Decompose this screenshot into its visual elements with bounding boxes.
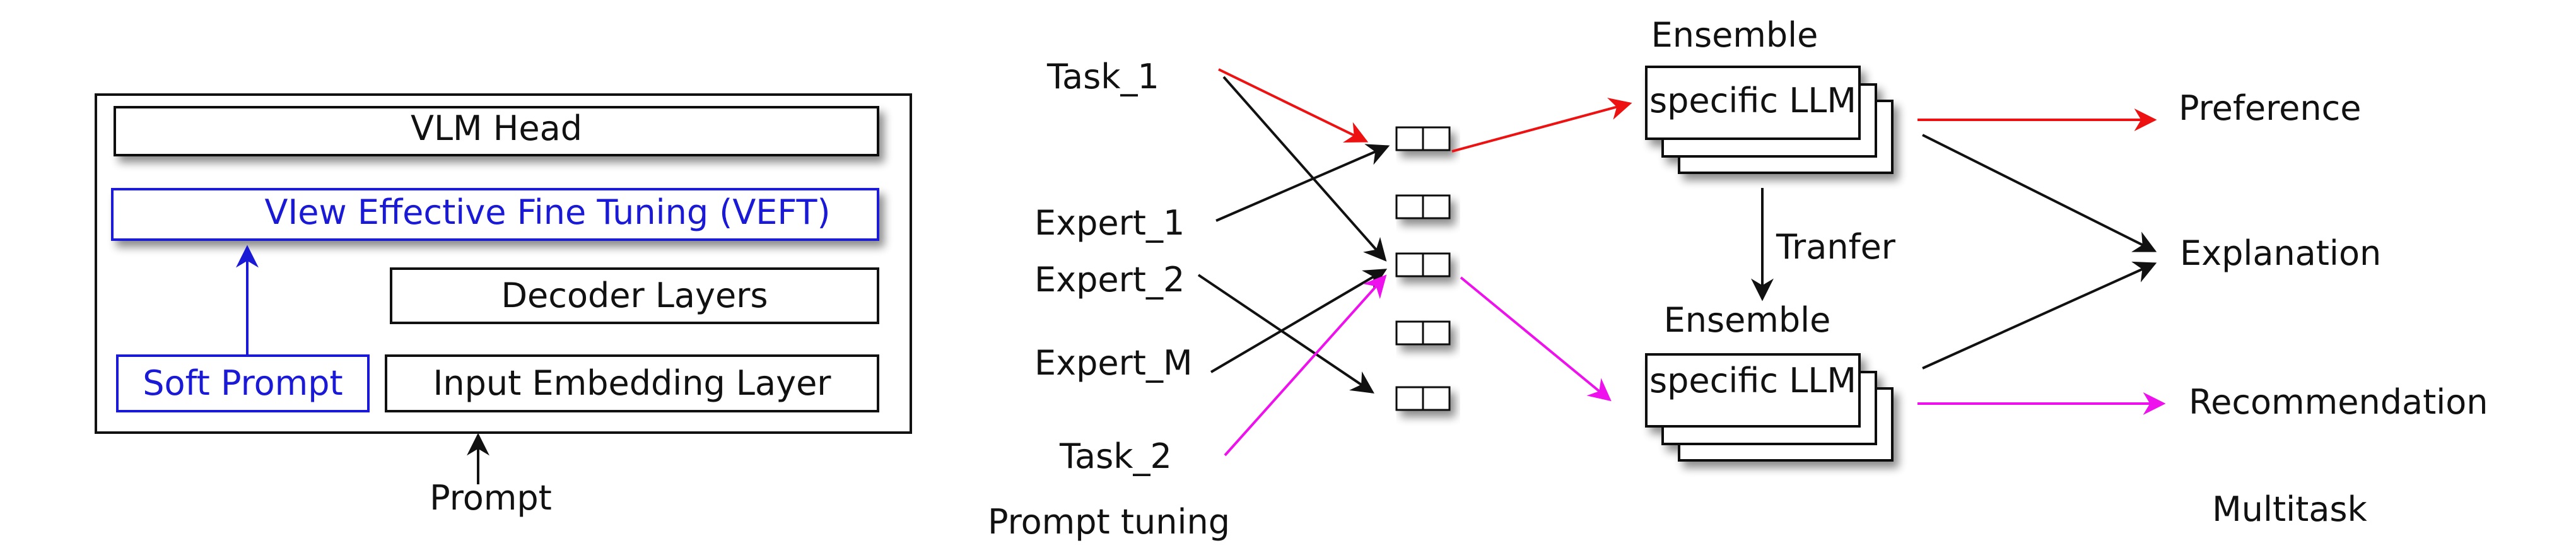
input-embedding-label: Input Embedding Layer bbox=[433, 363, 832, 403]
ensemble-top-stack bbox=[1645, 66, 1894, 174]
ensemble-top-to-explanation-arrow bbox=[1922, 134, 2157, 252]
expert-1-to-token-1-arrow bbox=[1215, 144, 1390, 222]
prompt-token-1 bbox=[1395, 126, 1451, 151]
ensemble-bottom-title: Ensemble bbox=[1664, 300, 1831, 340]
token-1-to-ensemble-top-arrow bbox=[1451, 98, 1632, 153]
expert-m-to-token-3-arrow bbox=[1210, 269, 1388, 373]
decoder-layers-label: Decoder Layers bbox=[501, 276, 768, 315]
expert-m-label: Expert_M bbox=[1034, 343, 1193, 383]
ensemble-bottom-stack bbox=[1645, 353, 1894, 462]
task-1-to-token-1-arrow bbox=[1218, 68, 1369, 143]
ensemble-bottom-label: specific LLM bbox=[1649, 361, 1856, 400]
multitask-label: Multitask bbox=[2212, 489, 2367, 529]
recommendation-label: Recommendation bbox=[2189, 382, 2488, 422]
explanation-label: Explanation bbox=[2180, 233, 2381, 273]
veft-label: VIew Effective Fine Tuning (VEFT) bbox=[264, 192, 830, 232]
vlm-head-label: VLM Head bbox=[411, 108, 582, 148]
prompt-tuning-label: Prompt tuning bbox=[988, 502, 1230, 542]
prompt-label: Prompt bbox=[430, 478, 552, 518]
prompt-token-4 bbox=[1395, 320, 1451, 346]
task-1-to-token-3-arrow bbox=[1222, 76, 1387, 262]
vlm-head-box bbox=[114, 106, 879, 156]
expert-2-to-token-5-arrow bbox=[1197, 274, 1374, 394]
decoder-layers-box bbox=[390, 267, 879, 324]
expert-1-label: Expert_1 bbox=[1034, 203, 1185, 243]
ensemble-top-title: Ensemble bbox=[1651, 15, 1818, 55]
prompt-token-5 bbox=[1395, 386, 1451, 411]
prompt-tuning-panel: Task_1 Expert_1 Expert_2 Expert_M Task_2… bbox=[988, 15, 2488, 542]
expert-2-label: Expert_2 bbox=[1034, 260, 1185, 300]
preference-label: Preference bbox=[2179, 88, 2361, 128]
task-2-to-token-3-arrow bbox=[1224, 274, 1387, 457]
transfer-label: Tranfer bbox=[1776, 227, 1896, 267]
task-2-label: Task_2 bbox=[1059, 436, 1172, 476]
prompt-token-3 bbox=[1395, 252, 1451, 277]
ensemble-top-label: specific LLM bbox=[1649, 81, 1856, 120]
task-1-label: Task_1 bbox=[1046, 57, 1159, 96]
veft-box bbox=[111, 188, 879, 241]
soft-prompt-box bbox=[116, 354, 370, 412]
ensemble-bottom-to-explanation-arrow bbox=[1922, 261, 2157, 370]
vlm-architecture-panel: VLM Head VIew Effective Fine Tuning (VEF… bbox=[95, 93, 912, 518]
prompt-token-2 bbox=[1395, 194, 1451, 219]
token-3-to-ensemble-bottom-arrow bbox=[1460, 276, 1612, 402]
vlm-outer-frame bbox=[95, 93, 912, 434]
soft-prompt-label: Soft Prompt bbox=[143, 363, 342, 403]
input-embedding-box bbox=[385, 354, 879, 412]
